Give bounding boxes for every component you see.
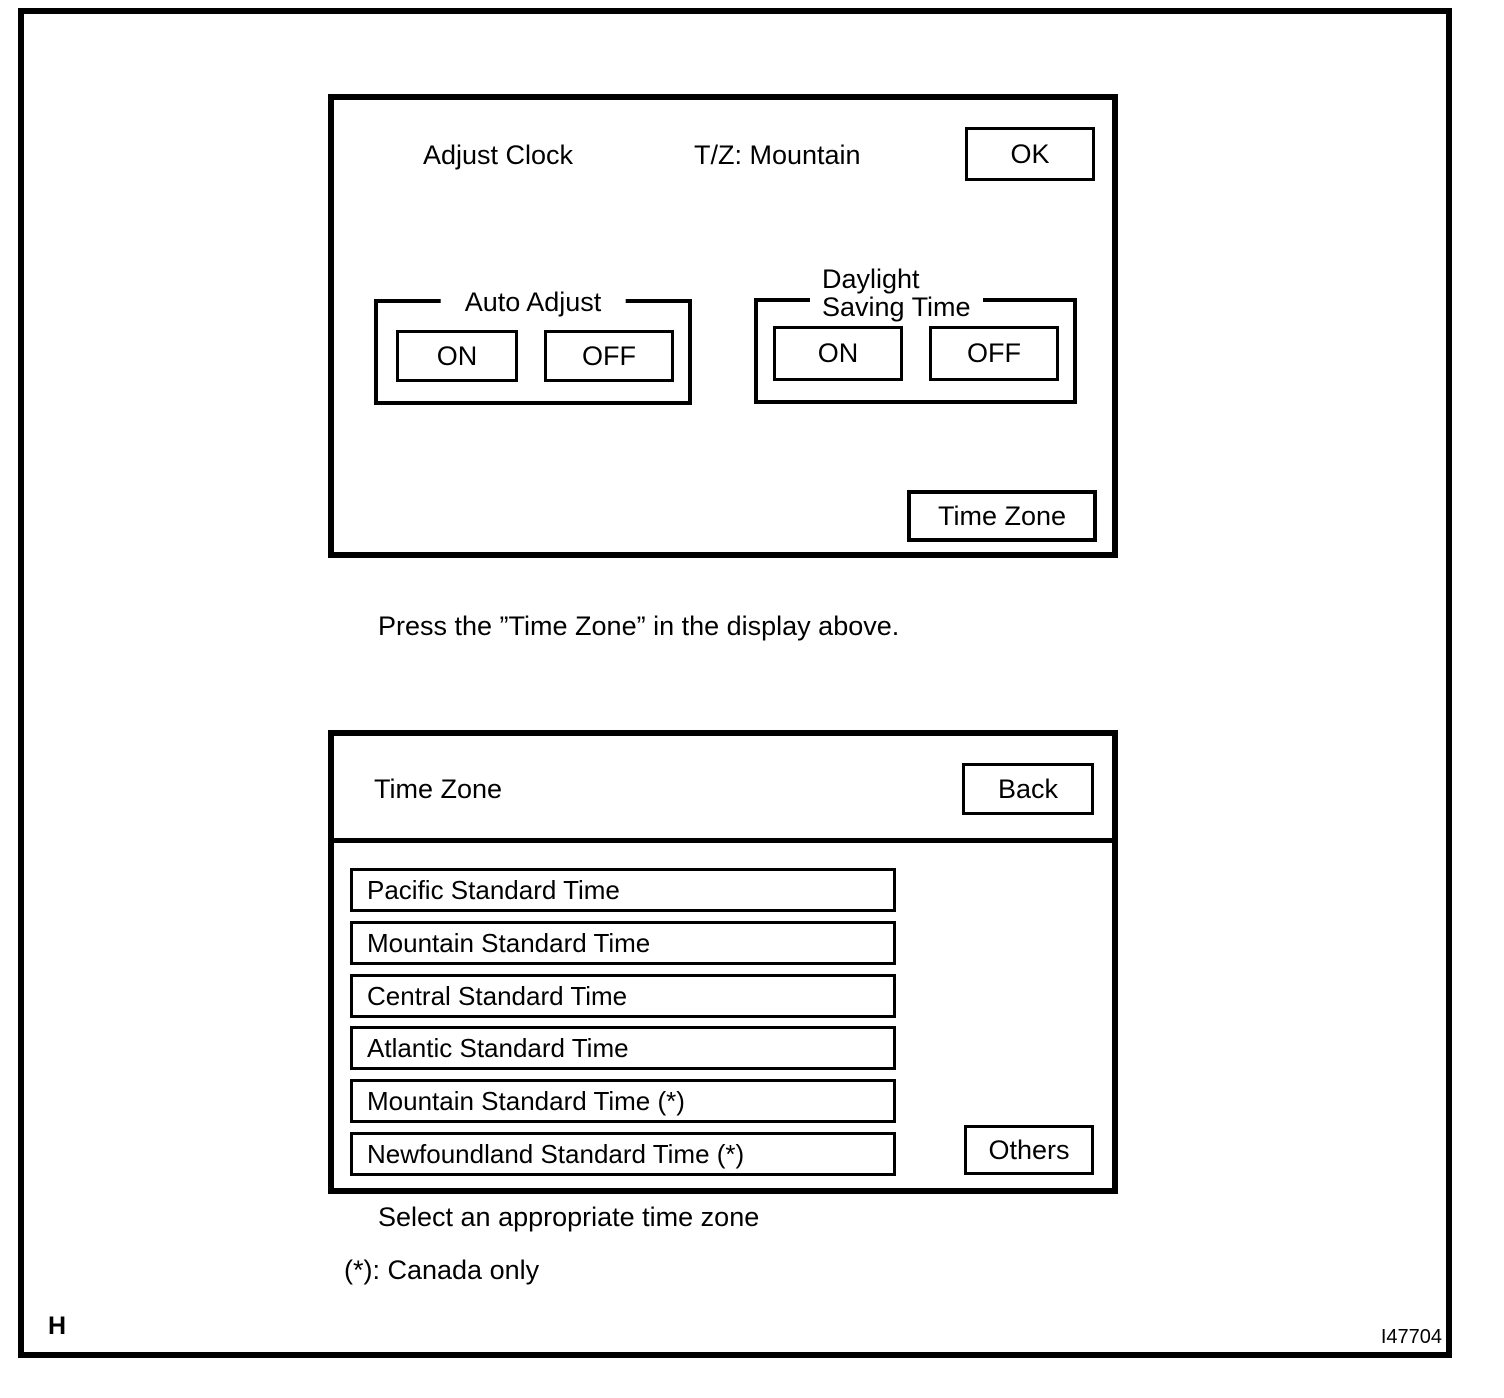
zone-pacific-standard-time[interactable]: Pacific Standard Time xyxy=(350,868,896,912)
time-zone-button[interactable]: Time Zone xyxy=(907,490,1097,542)
instruction-press-time-zone: Press the ”Time Zone” in the display abo… xyxy=(378,611,900,641)
back-button[interactable]: Back xyxy=(962,763,1094,815)
zone-newfoundland-standard-time-canada[interactable]: Newfoundland Standard Time (*) xyxy=(350,1132,896,1176)
auto-adjust-on-button[interactable]: ON xyxy=(396,330,518,382)
daylight-saving-label-line1: Daylight xyxy=(822,264,920,294)
adjust-clock-title: Adjust Clock xyxy=(423,140,574,170)
auto-adjust-label: Auto Adjust xyxy=(440,288,626,316)
others-button[interactable]: Others xyxy=(964,1125,1094,1175)
time-zone-screen: Time Zone Back Pacific Standard Time Mou… xyxy=(328,730,1118,1194)
figure-id: I47704 xyxy=(1380,1326,1442,1348)
footnote-canada-only: (*): Canada only xyxy=(344,1255,540,1285)
daylight-saving-group: Daylight Saving Time ON OFF xyxy=(754,265,1077,404)
zone-atlantic-standard-time[interactable]: Atlantic Standard Time xyxy=(350,1026,896,1070)
daylight-saving-on-button[interactable]: ON xyxy=(773,326,903,381)
adjust-clock-screen: Adjust Clock T/Z: Mountain OK Auto Adjus… xyxy=(328,94,1118,558)
section-mark: H xyxy=(48,1312,67,1340)
auto-adjust-off-button[interactable]: OFF xyxy=(544,330,674,382)
ok-button[interactable]: OK xyxy=(965,127,1095,181)
timezone-status: T/Z: Mountain xyxy=(694,140,861,170)
time-zone-screen-header: Time Zone Back xyxy=(334,736,1112,843)
instruction-select-time-zone: Select an appropriate time zone xyxy=(378,1202,760,1232)
zone-mountain-standard-time[interactable]: Mountain Standard Time xyxy=(350,921,896,965)
time-zone-screen-title: Time Zone xyxy=(374,774,503,804)
daylight-saving-off-button[interactable]: OFF xyxy=(929,326,1059,381)
daylight-saving-label-line2: Saving Time xyxy=(822,292,971,322)
zone-mountain-standard-time-canada[interactable]: Mountain Standard Time (*) xyxy=(350,1079,896,1123)
figure-border: Adjust Clock T/Z: Mountain OK Auto Adjus… xyxy=(18,8,1452,1358)
auto-adjust-group: Auto Adjust ON OFF xyxy=(374,288,692,405)
daylight-saving-label: Daylight Saving Time xyxy=(810,265,983,321)
zone-central-standard-time[interactable]: Central Standard Time xyxy=(350,974,896,1018)
